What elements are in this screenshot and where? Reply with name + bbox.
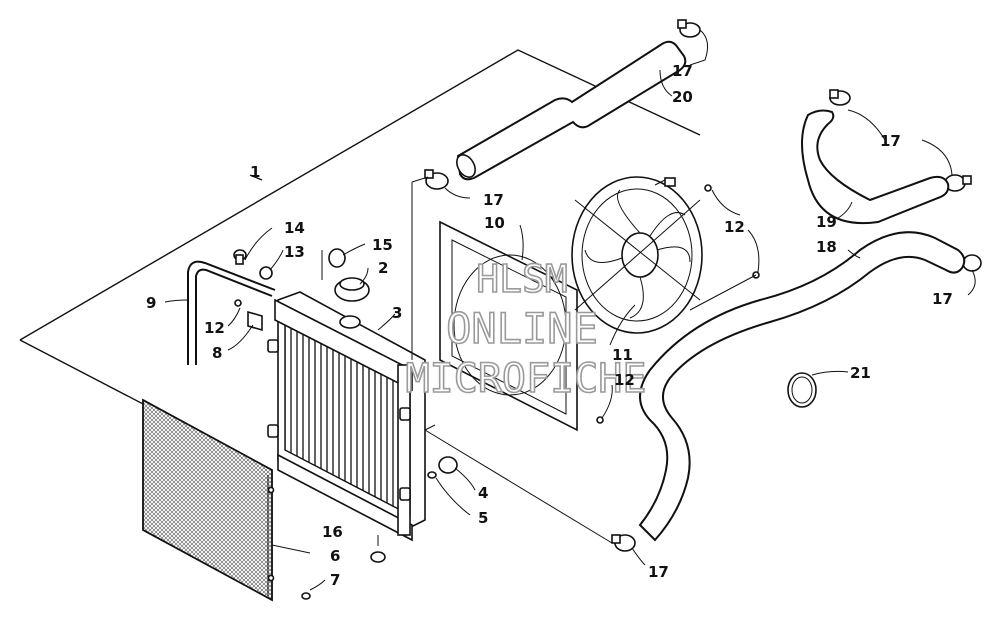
callout-20: 20 — [672, 88, 693, 106]
callout-12-fan: 12 — [724, 218, 745, 236]
callouts: 1 2 3 4 5 6 7 8 9 10 11 12 12 12 13 14 1… — [146, 62, 953, 589]
hose-clamp-top — [677, 19, 701, 38]
lower-hose — [638, 231, 966, 542]
radiator-screen — [142, 398, 275, 602]
fan-screws — [596, 184, 760, 424]
callout-17-right-lower: 17 — [932, 290, 953, 308]
clamp-ring — [787, 372, 817, 408]
watermark: HLSM ONLINE MICROFICHE — [405, 256, 647, 403]
drain-plug — [427, 456, 458, 479]
fan — [571, 176, 703, 334]
callout-8: 8 — [212, 344, 222, 362]
callout-21: 21 — [850, 364, 871, 382]
callout-1: 1 — [250, 163, 260, 181]
radiator — [267, 291, 426, 542]
callout-9: 9 — [146, 294, 156, 312]
hose-clamp-right-upper — [829, 89, 851, 106]
callout-12-shroud: 12 — [614, 371, 635, 389]
callout-17-right-upper: 17 — [880, 132, 901, 150]
callout-17-top: 17 — [672, 62, 693, 80]
hose-19 — [801, 109, 950, 224]
callout-17-left: 17 — [483, 191, 504, 209]
callout-3: 3 — [392, 304, 402, 322]
watermark-line-1: HLSM — [476, 257, 568, 301]
radiator-cap — [321, 250, 370, 302]
callout-12-left: 12 — [204, 319, 225, 337]
callout-5: 5 — [478, 509, 488, 527]
leader-lines — [164, 29, 976, 591]
callout-2: 2 — [378, 259, 388, 277]
plug — [328, 248, 346, 268]
callout-10: 10 — [484, 214, 505, 232]
upper-hose — [456, 40, 687, 181]
bleed-screw — [233, 249, 247, 265]
callout-19: 19 — [816, 213, 837, 231]
hose-clip — [247, 310, 263, 332]
hose-clamp-upper-left — [424, 169, 449, 190]
fan-shroud — [439, 220, 578, 432]
callout-13: 13 — [284, 243, 305, 261]
callout-6: 6 — [330, 547, 340, 565]
grommet — [259, 266, 273, 280]
drain-grommet — [370, 551, 386, 563]
callout-18: 18 — [816, 238, 837, 256]
callout-4: 4 — [478, 484, 488, 502]
screw-small — [234, 299, 242, 307]
hose-clamp-right-lower — [962, 254, 982, 272]
screw-bottom — [301, 592, 311, 600]
overflow-hose — [187, 260, 276, 365]
callout-15: 15 — [372, 236, 393, 254]
callout-11: 11 — [612, 346, 633, 364]
watermark-line-3: MICROFICHE — [406, 356, 647, 402]
callout-14: 14 — [284, 219, 305, 237]
callout-16: 16 — [322, 523, 343, 541]
callout-7: 7 — [330, 571, 340, 589]
callout-17-bottom: 17 — [648, 563, 669, 581]
hose-clamp-bottom — [611, 534, 636, 552]
watermark-line-2: ONLINE — [446, 304, 598, 353]
